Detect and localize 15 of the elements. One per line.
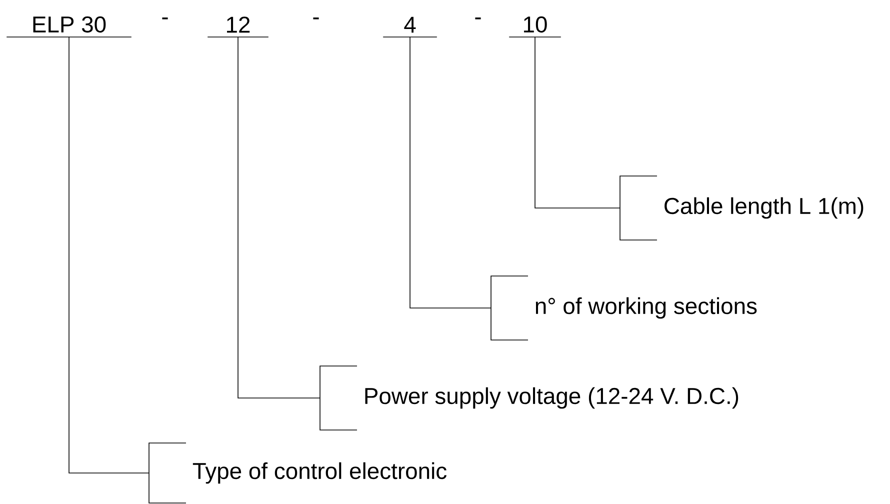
bracket-label: n° of working sections [490, 276, 757, 340]
code-segment: ELP 30 [6, 16, 132, 38]
leader-line [68, 36, 150, 474]
bracket-label: Power supply voltage (12-24 V. D.C.) [320, 366, 738, 430]
code-segment: 4 [382, 16, 438, 38]
leader-line [534, 36, 620, 208]
leader-line [238, 36, 320, 398]
code-segment: 12 [207, 16, 269, 38]
dash-separator: - [313, 18, 319, 20]
leader-line [410, 36, 492, 308]
dash-separator: - [475, 18, 481, 20]
bracket-label: Cable length L 1(m) [620, 176, 864, 240]
code-segment: 10 [508, 16, 562, 38]
bracket-label: Type of control electronic [148, 442, 446, 504]
dash-separator: - [162, 18, 168, 20]
